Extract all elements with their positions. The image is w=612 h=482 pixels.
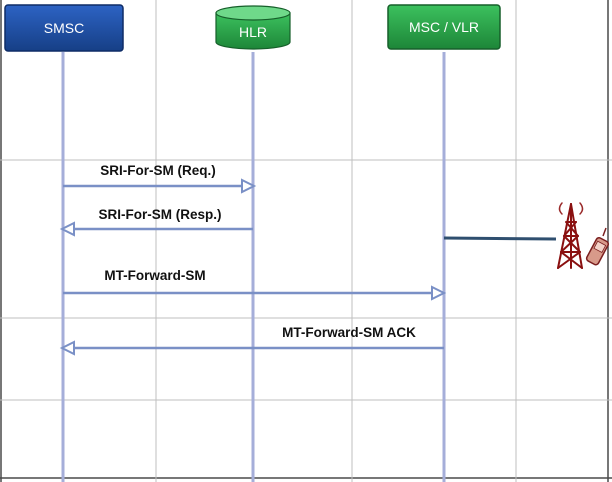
message-3-label: MT-Forward-SM <box>104 268 205 283</box>
message-4-label: MT-Forward-SM ACK <box>282 325 416 340</box>
message-2-arrowhead <box>59 221 75 237</box>
msc-box <box>387 4 501 50</box>
smsc-box <box>4 4 124 52</box>
message-3-arrowhead <box>431 285 447 301</box>
message-1: SRI-For-SM (Req.) <box>63 163 257 194</box>
lifelines <box>61 52 446 482</box>
hlr-node: HLR <box>215 5 291 50</box>
radio-tower-icon <box>557 202 584 269</box>
message-3: MT-Forward-SM <box>63 268 447 301</box>
radio-link-line <box>443 236 557 241</box>
hlr-database-shape <box>215 12 291 50</box>
mobile-phone-icon <box>585 227 609 266</box>
smsc-label: SMSC <box>44 20 84 36</box>
message-4: MT-Forward-SM ACK <box>59 325 444 356</box>
hlr-label: HLR <box>239 24 267 40</box>
message-1-arrowhead <box>241 178 257 194</box>
smsc-node: SMSC <box>4 4 124 52</box>
message-4-arrowhead <box>59 340 75 356</box>
msc-node: MSC / VLR <box>387 4 501 50</box>
message-2-label: SRI-For-SM (Resp.) <box>99 207 222 222</box>
message-2: SRI-For-SM (Resp.) <box>59 207 253 237</box>
message-1-label: SRI-For-SM (Req.) <box>100 163 216 178</box>
msc-label: MSC / VLR <box>409 19 479 35</box>
hlr-database-top <box>215 5 291 21</box>
